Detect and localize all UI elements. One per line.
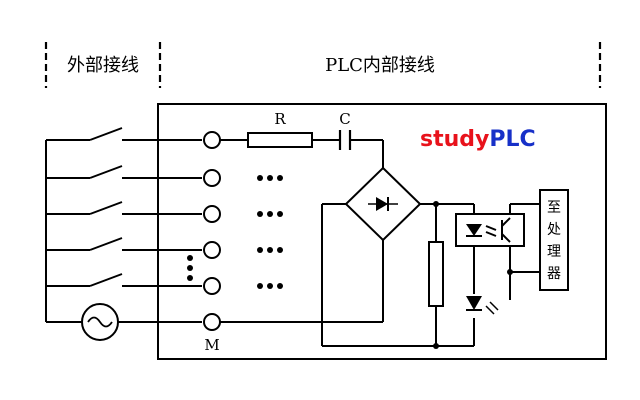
ac-source-icon	[81, 303, 119, 341]
plc-internal-wiring-header: PLC内部接线	[325, 55, 435, 76]
input-terminal-2	[203, 169, 221, 187]
input-terminal-1	[203, 131, 221, 149]
shunt-resistor-icon	[428, 241, 444, 307]
brand-logo: studyPLC	[420, 127, 536, 152]
input-terminal-4	[203, 241, 221, 259]
section-dividers	[44, 42, 602, 88]
brand-plc: PLC	[489, 127, 535, 152]
resistor-label: R	[274, 110, 286, 128]
common-terminal	[203, 313, 221, 331]
external-wiring-header: 外部接线	[67, 55, 139, 76]
input-terminal-3	[203, 205, 221, 223]
bridge-rectifier-icon	[344, 166, 422, 242]
junction-dots	[433, 201, 513, 349]
continuation-dots	[187, 175, 283, 289]
external-switches	[45, 127, 202, 323]
resistor-icon	[247, 132, 313, 148]
processor-label-2: 处	[547, 222, 561, 238]
capacitor-label: C	[339, 110, 350, 128]
processor-label-3: 理	[547, 244, 561, 260]
processor-box	[539, 189, 569, 291]
common-terminal-label: M	[204, 336, 219, 354]
optocoupler-icon	[455, 213, 525, 247]
brand-study: study	[420, 127, 489, 152]
input-terminals	[203, 131, 221, 331]
input-terminal-5	[203, 277, 221, 295]
processor-label-1: 至	[547, 200, 561, 216]
capacitor-icon	[338, 130, 352, 150]
plc-housing	[157, 103, 607, 360]
processor-label-4: 器	[547, 266, 561, 282]
indicator-led-icon	[466, 296, 499, 315]
